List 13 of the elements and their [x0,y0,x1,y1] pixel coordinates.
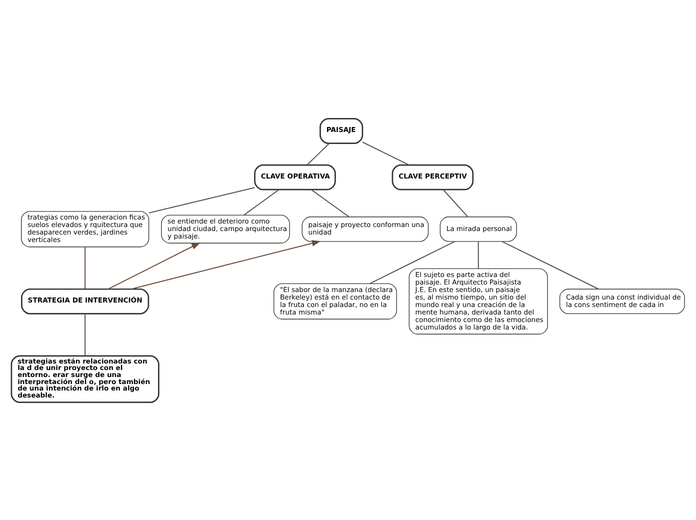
connector [84,246,86,289]
arrow [130,240,321,290]
connector [362,141,410,165]
connector [306,142,330,165]
connector [311,188,350,217]
connector [84,313,86,356]
connector [244,188,280,215]
connector [478,241,479,268]
connector [370,240,455,284]
arrow [108,242,200,290]
connector [502,240,599,290]
connector [148,186,255,213]
connector [442,188,468,217]
